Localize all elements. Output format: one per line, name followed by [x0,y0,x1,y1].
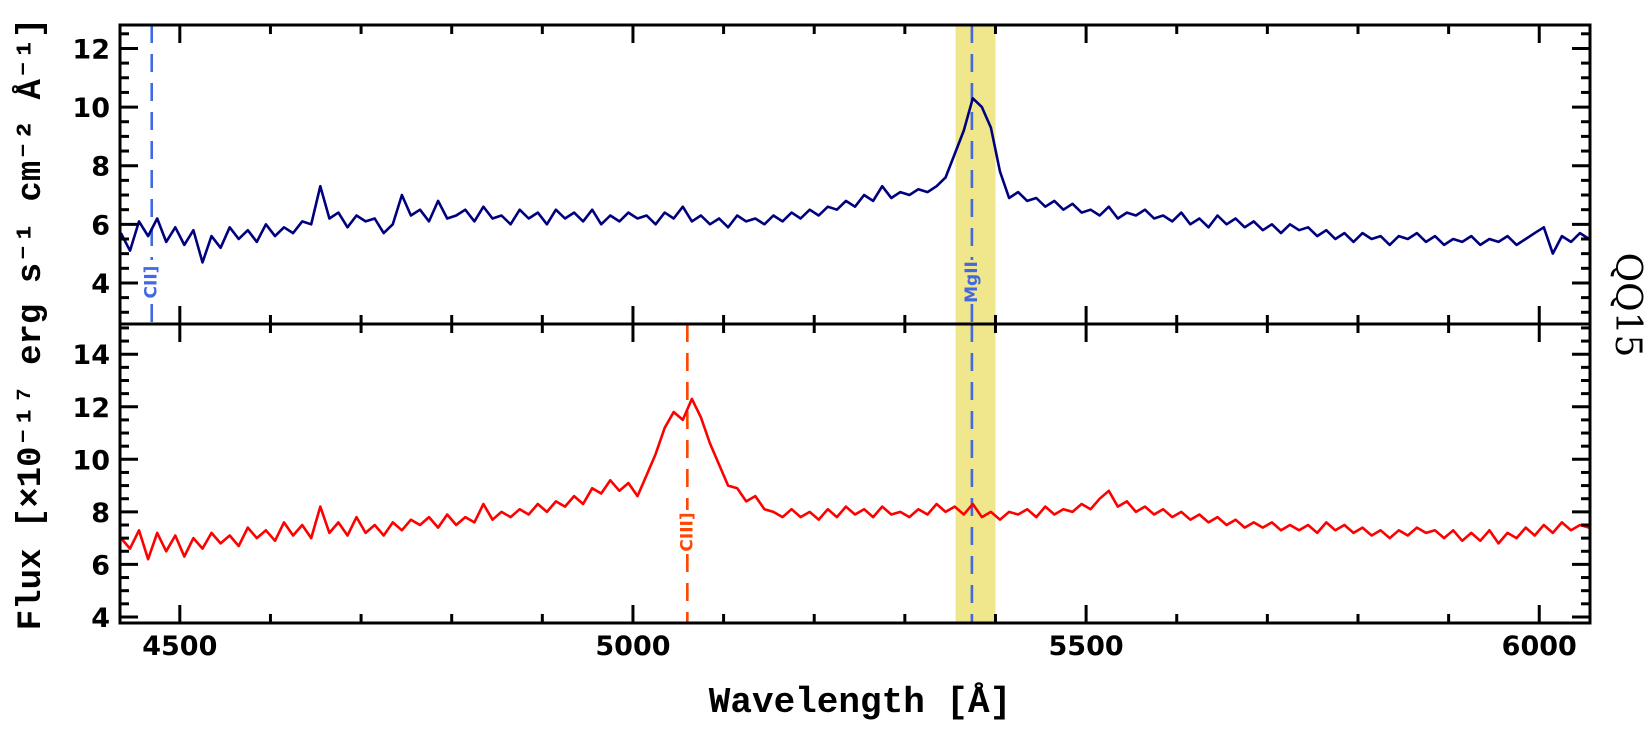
x-tick-label: 6000 [1502,631,1577,662]
x-axis-label: Wavelength [Å] [709,681,1011,723]
y-tick-label: 6 [91,210,110,241]
panel-frame [118,23,1592,326]
y-tick-label: 8 [91,498,110,529]
spectrum-line-panel-1 [119,97,1590,264]
y-tick-label: 12 [72,393,110,424]
y-tick-label: 14 [72,340,110,371]
x-tick-label: 5500 [1049,631,1124,662]
emission-line-markers: CII] MgII CIII] [142,25,982,623]
y-tick-label: 12 [72,34,110,65]
y-tick-label: 8 [91,152,110,183]
emission-line-label: MgII [962,261,982,303]
object-name-label: QQ15 [1607,253,1648,358]
highlight-bands [955,25,996,623]
y-axis-label: Flux [×10⁻¹⁷ erg s⁻¹ cm⁻² Å⁻¹] [12,18,51,630]
axes: 4 6 8 10 12 4 6 8 10 12 14 4500 5000 5500 6000 [72,23,1592,662]
panel-frame [118,322,1592,625]
emission-line-label: CIII] [677,512,697,551]
spectra-series [119,97,1590,561]
y-tick-label: 6 [91,550,110,581]
highlight-band [955,324,996,623]
highlight-band [955,25,996,324]
x-tick-label: 5000 [595,631,670,662]
emission-line-label: CII] [142,266,162,299]
y-tick-label: 4 [91,603,110,634]
y-tick-label: 10 [72,93,110,124]
y-tick-label: 10 [72,445,110,476]
x-tick-label: 4500 [142,631,217,662]
y-tick-label: 4 [91,269,110,300]
spectrum-line-panel-2 [119,397,1590,561]
